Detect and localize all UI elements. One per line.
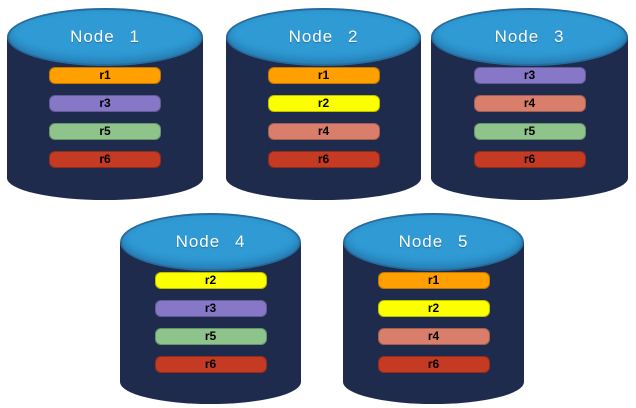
replica-bar-r2: r2 [267,95,380,112]
replica-bar-r1: r1 [377,272,490,289]
replica-bar-r6: r6 [49,151,161,168]
node-2-cylinder: Node 2 r1 r2 r4 r6 [226,8,421,200]
node-2-label: Node 2 [288,27,359,46]
replica-bar-r5: r5 [154,328,267,345]
node-5-cylinder: Node 5 r1 r2 r4 r6 [343,213,524,404]
replica-bar-r2: r2 [154,272,267,289]
node-2-cylinder-top: Node 2 [226,8,421,66]
replica-bar-r4: r4 [267,123,380,140]
replica-bar-r3: r3 [49,95,161,112]
node-4-replica-list: r2 r3 r5 r6 [120,272,301,384]
node-5-cylinder-top: Node 5 [343,213,524,271]
node-4-cylinder-top: Node 4 [120,213,301,271]
node-3-cylinder: Node 3 r3 r4 r5 r6 [431,8,628,200]
replica-bar-r4: r4 [377,328,490,345]
node-4-label: Node 4 [175,232,246,251]
node-4-cylinder: Node 4 r2 r3 r5 r6 [120,213,301,404]
node-3-replica-list: r3 r4 r5 r6 [431,67,628,179]
node-2-replica-list: r1 r2 r4 r6 [226,67,421,179]
replica-bar-r4: r4 [473,95,586,112]
replica-bar-r6: r6 [473,151,586,168]
node-1-replica-list: r1 r3 r5 r6 [7,67,203,179]
replica-bar-r3: r3 [473,67,586,84]
replica-bar-r1: r1 [267,67,380,84]
node-3-cylinder-top: Node 3 [431,8,628,66]
replica-bar-r6: r6 [267,151,380,168]
node-1-cylinder: Node 1 r1 r3 r5 r6 [7,8,203,200]
replica-bar-r3: r3 [154,300,267,317]
node-1-cylinder-top: Node 1 [7,8,203,66]
replica-bar-r6: r6 [377,356,490,373]
replica-bar-r6: r6 [154,356,267,373]
node-5-label: Node 5 [398,232,469,251]
node-5-replica-list: r1 r2 r4 r6 [343,272,524,384]
replica-bar-r1: r1 [49,67,161,84]
node-1-label: Node 1 [70,27,140,46]
replica-bar-r5: r5 [473,123,586,140]
replica-bar-r5: r5 [49,123,161,140]
replica-bar-r2: r2 [377,300,490,317]
node-3-label: Node 3 [494,27,565,46]
